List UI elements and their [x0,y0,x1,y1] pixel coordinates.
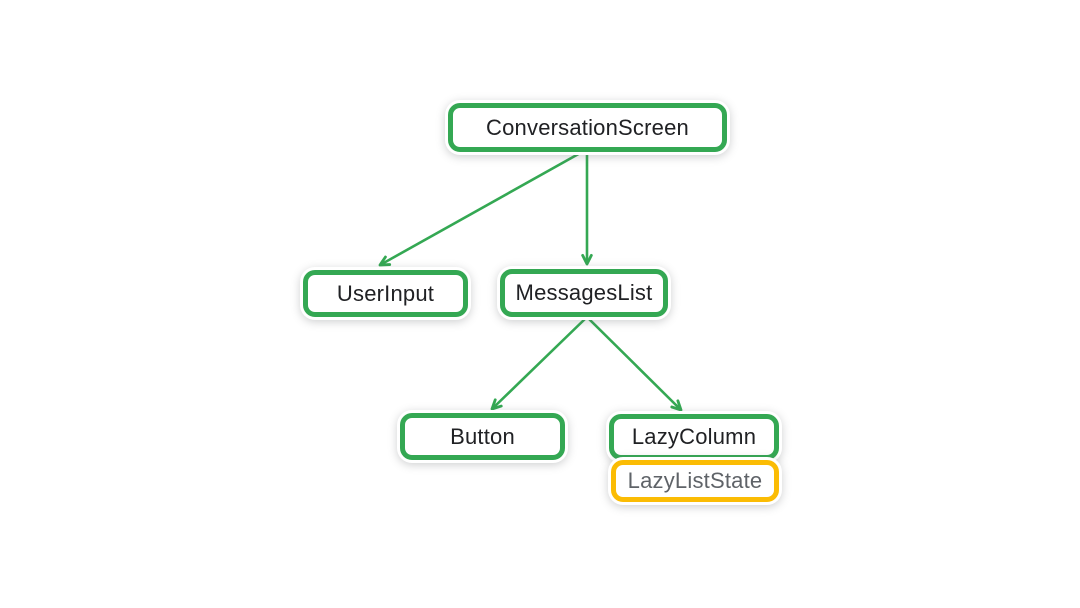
node-conversationscreen: ConversationScreen [448,103,727,152]
node-messageslist: MessagesList [500,269,668,317]
node-label-conversationscreen: ConversationScreen [486,114,689,140]
node-label-messageslist: MessagesList [515,280,653,305]
edge-messageslist-lazycolumn [586,316,683,412]
node-userinput: UserInput [303,270,468,317]
node-lazyliststate: LazyListState [611,460,779,502]
node-lazycolumn: LazyColumn [609,414,779,460]
edge-conversationscreen-userinput [378,150,583,267]
node-label-button: Button [450,423,515,449]
node-label-lazycolumn: LazyColumn [631,424,757,449]
node-label-userinput: UserInput [336,280,435,306]
edge-messageslist-button [490,316,588,411]
node-button: Button [400,413,565,460]
node-label-lazyliststate: LazyListState [627,468,763,493]
